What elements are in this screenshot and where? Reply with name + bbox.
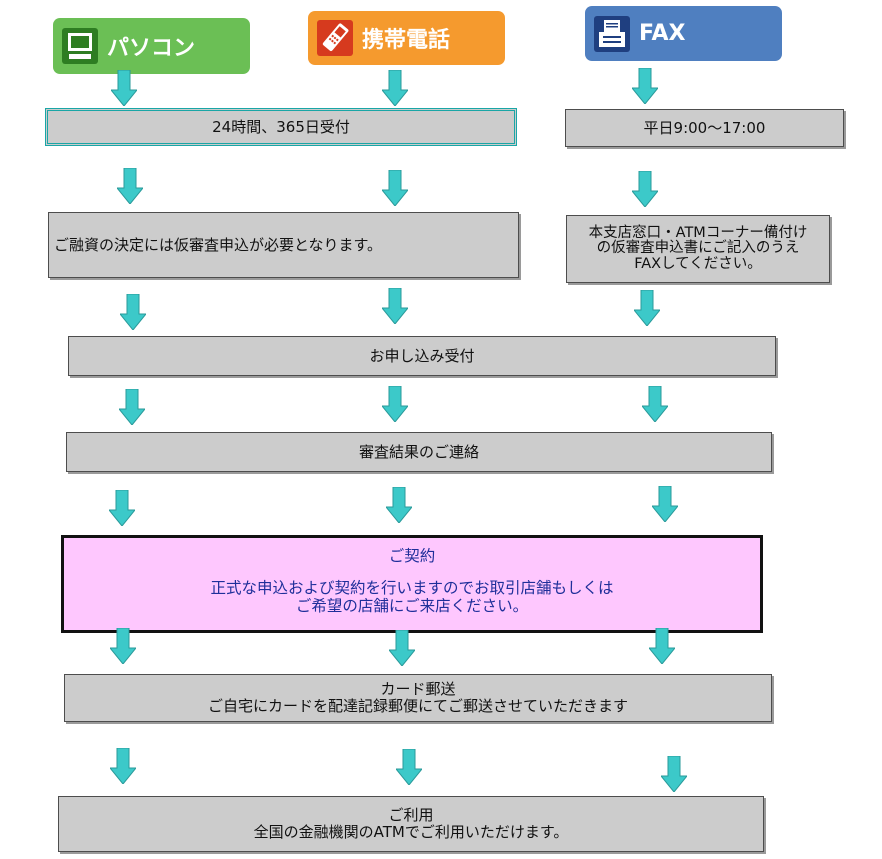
- down-arrow-icon: [661, 756, 687, 792]
- down-arrow-icon: [109, 490, 135, 526]
- application-received-box: お申し込み受付: [68, 336, 776, 376]
- down-arrow-icon: [382, 288, 408, 324]
- down-arrow-icon: [110, 748, 136, 784]
- usage-title: ご利用: [388, 806, 434, 825]
- down-arrow-icon: [117, 168, 143, 204]
- down-arrow-icon: [389, 630, 415, 666]
- card-delivery-title: カード郵送: [380, 680, 456, 699]
- contract-box: ご契約 正式な申込および契約を行いますのでお取引店舗もしくは ご希望の店舗にご来…: [61, 535, 763, 633]
- down-arrow-icon: [396, 749, 422, 785]
- reception-weekday-box: 平日9:00～17:00: [565, 109, 844, 147]
- down-arrow-icon: [652, 486, 678, 522]
- down-arrow-icon: [382, 70, 408, 106]
- channel-mobile: 携帯電話: [308, 11, 505, 65]
- contract-desc-line: 正式な申込および契約を行いますのでお取引店舗もしくは: [210, 579, 614, 597]
- down-arrow-icon: [111, 70, 137, 106]
- channel-mobile-label: 携帯電話: [362, 28, 451, 53]
- channel-fax: FAX: [585, 6, 782, 61]
- usage-box: ご利用 全国の金融機関のATMでご利用いただけます。: [58, 796, 764, 852]
- application-received-text: お申し込み受付: [369, 346, 475, 365]
- computer-icon: [62, 28, 98, 64]
- screening-result-box: 審査結果のご連絡: [66, 432, 772, 472]
- fax-note-box: 本支店窓口・ATMコーナー備付け の仮審査申込書にご記入のうえ FAXしてくださ…: [566, 215, 830, 283]
- screening-result-text: 審査結果のご連絡: [358, 442, 479, 461]
- usage-desc: 全国の金融機関のATMでご利用いただけます。: [253, 823, 569, 841]
- loan-note-box: ご融資の決定には仮審査申込が必要となります。: [48, 212, 519, 278]
- down-arrow-icon: [634, 290, 660, 326]
- down-arrow-icon: [642, 386, 668, 422]
- contract-desc-line: ご希望の店舗にご来店ください。: [295, 596, 529, 615]
- reception-24h-text: 24時間、365日受付: [212, 117, 350, 136]
- channel-pc: パソコン: [53, 18, 250, 74]
- reception-weekday-text: 平日9:00～17:00: [643, 118, 766, 137]
- card-delivery-desc: ご自宅にカードを配達記録郵便にてご郵送させていただきます: [207, 697, 628, 715]
- down-arrow-icon: [119, 389, 145, 425]
- down-arrow-icon: [110, 628, 136, 664]
- down-arrow-icon: [632, 68, 658, 104]
- channel-fax-label: FAX: [639, 21, 686, 46]
- reception-24h-box: 24時間、365日受付: [45, 108, 517, 146]
- down-arrow-icon: [632, 171, 658, 207]
- contract-title: ご契約: [388, 547, 436, 565]
- loan-note-text: ご融資の決定には仮審査申込が必要となります。: [54, 235, 383, 254]
- down-arrow-icon: [382, 386, 408, 422]
- fax-note-line: の仮審査申込書にご記入のうえ: [596, 240, 800, 257]
- down-arrow-icon: [382, 170, 408, 206]
- card-delivery-box: カード郵送 ご自宅にカードを配達記録郵便にてご郵送させていただきます: [64, 674, 772, 722]
- down-arrow-icon: [386, 487, 412, 523]
- fax-icon: [594, 15, 630, 52]
- channel-pc-label: パソコン: [107, 36, 196, 61]
- down-arrow-icon: [649, 628, 675, 664]
- down-arrow-icon: [120, 294, 146, 330]
- fax-note-line: 本支店窓口・ATMコーナー備付け: [588, 225, 808, 242]
- fax-note-line: FAXしてください。: [634, 255, 762, 272]
- mobile-phone-icon: [317, 20, 353, 56]
